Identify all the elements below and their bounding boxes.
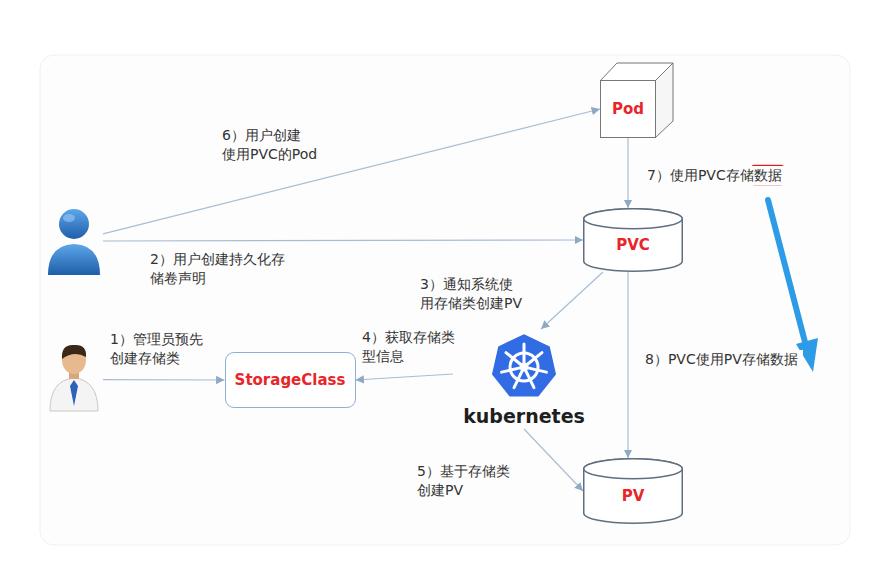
node-text: kubernetes bbox=[463, 405, 585, 427]
connector-arrow bbox=[524, 429, 583, 491]
storageclass-box: StorageClass bbox=[225, 352, 356, 408]
highlight-arrow-shaft bbox=[768, 200, 806, 346]
connector-arrow bbox=[103, 109, 600, 234]
head-highlight bbox=[63, 214, 75, 222]
step-label: 8）PVC使用PV存储数据 bbox=[643, 350, 803, 369]
cylinder-top bbox=[584, 209, 683, 229]
connector-arrow bbox=[627, 272, 628, 458]
person-head bbox=[59, 209, 89, 239]
panel-ground bbox=[40, 55, 850, 545]
k8s-spoke bbox=[502, 368, 521, 372]
k8s-hub bbox=[520, 363, 529, 372]
k8s-spoke bbox=[527, 353, 542, 365]
step-label: 5）基于存储类 创建PV bbox=[415, 462, 515, 500]
cylinder-body bbox=[584, 209, 683, 271]
k8s-spoke bbox=[528, 368, 547, 372]
pvc-cylinder: PVC bbox=[583, 208, 683, 272]
step-label: 6）用户创建 使用PVC的Pod bbox=[220, 126, 323, 164]
person-tie bbox=[70, 380, 78, 406]
pod-cube: Pod bbox=[600, 80, 656, 138]
connector-arrow bbox=[541, 272, 603, 329]
admin-icon bbox=[45, 340, 103, 412]
user-icon bbox=[45, 205, 103, 277]
connector-arrow bbox=[356, 374, 454, 380]
step-label: 3）通知系统使 用存储类创建PV bbox=[418, 275, 528, 313]
cube-front-face bbox=[601, 81, 656, 138]
node-text: Pod bbox=[612, 100, 644, 118]
person-body bbox=[48, 244, 100, 275]
cylinder-top bbox=[584, 459, 683, 479]
k8s-spoke bbox=[506, 353, 521, 365]
node-text: PV bbox=[622, 487, 645, 505]
node-shape bbox=[45, 340, 103, 412]
cylinder-body bbox=[584, 459, 683, 523]
k8s-spoke bbox=[523, 344, 526, 363]
k8s-spoke bbox=[526, 371, 534, 388]
kubernetes-node: kubernetes bbox=[453, 329, 595, 429]
connector-arrow bbox=[103, 379, 225, 381]
step-label: 2）用户创建持久化存 储卷声明 bbox=[148, 250, 290, 288]
person-hair bbox=[62, 345, 86, 359]
connector-arrow bbox=[103, 240, 583, 241]
pv-cylinder: PV bbox=[583, 458, 683, 524]
step-label: 1）管理员预先 创建存储类 bbox=[108, 330, 208, 368]
node-shape bbox=[45, 205, 103, 277]
k8s-heptagon bbox=[491, 333, 557, 398]
k8s-spoke bbox=[514, 371, 522, 388]
cube-side-face bbox=[656, 63, 674, 138]
person-body bbox=[50, 378, 98, 411]
step-label: 4）获取存储类 型信息 bbox=[360, 328, 460, 366]
node-text: PVC bbox=[616, 236, 650, 254]
node-text: StorageClass bbox=[235, 371, 346, 389]
connector-arrow bbox=[627, 138, 628, 208]
step-label: 7）使用PVC存储数据 bbox=[645, 166, 787, 185]
